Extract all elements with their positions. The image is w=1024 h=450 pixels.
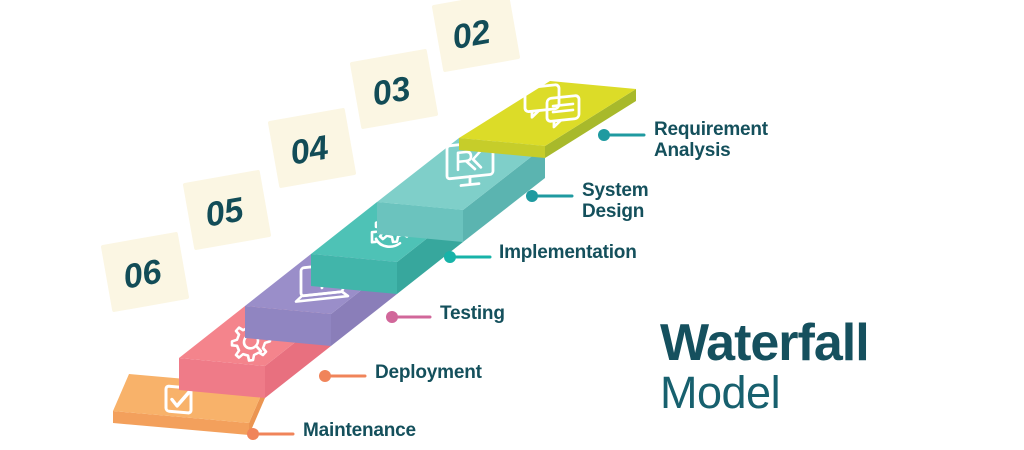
label-maintenance: Maintenance xyxy=(303,420,416,441)
step-requirement-analysis[interactable] xyxy=(459,81,636,158)
connector-implementation xyxy=(444,251,492,263)
label-testing: Testing xyxy=(440,303,505,324)
check-box-icon xyxy=(164,384,193,415)
number-badge-05-text: 05 xyxy=(202,190,247,234)
label-requirement-analysis: Requirement Analysis xyxy=(654,119,768,161)
number-badge-06-text: 06 xyxy=(120,252,165,296)
number-badge-03: 03 xyxy=(350,49,438,129)
title-main: Waterfall xyxy=(660,314,870,372)
number-badge-05: 05 xyxy=(183,170,271,250)
number-badge-02: 02 xyxy=(432,0,520,72)
connector-maintenance xyxy=(247,428,295,440)
connector-deployment xyxy=(319,370,367,382)
connector-system-design xyxy=(526,190,574,202)
chat-bubbles-icon xyxy=(523,83,581,129)
label-system-design: System Design xyxy=(582,180,649,222)
label-implementation: Implementation xyxy=(499,242,637,263)
connector-testing xyxy=(386,311,432,323)
number-badge-03-text: 03 xyxy=(369,69,413,113)
page-title: Waterfall Model xyxy=(660,314,1000,418)
number-badge-06: 06 xyxy=(101,232,189,312)
label-deployment: Deployment xyxy=(375,362,482,383)
number-badge-02-text: 02 xyxy=(449,13,493,57)
number-badge-04-text: 04 xyxy=(287,128,331,172)
connector-requirement-analysis xyxy=(598,129,646,141)
title-sub: Model xyxy=(660,366,781,418)
step-system-design[interactable] xyxy=(377,138,545,242)
number-badge-04: 04 xyxy=(268,108,356,188)
